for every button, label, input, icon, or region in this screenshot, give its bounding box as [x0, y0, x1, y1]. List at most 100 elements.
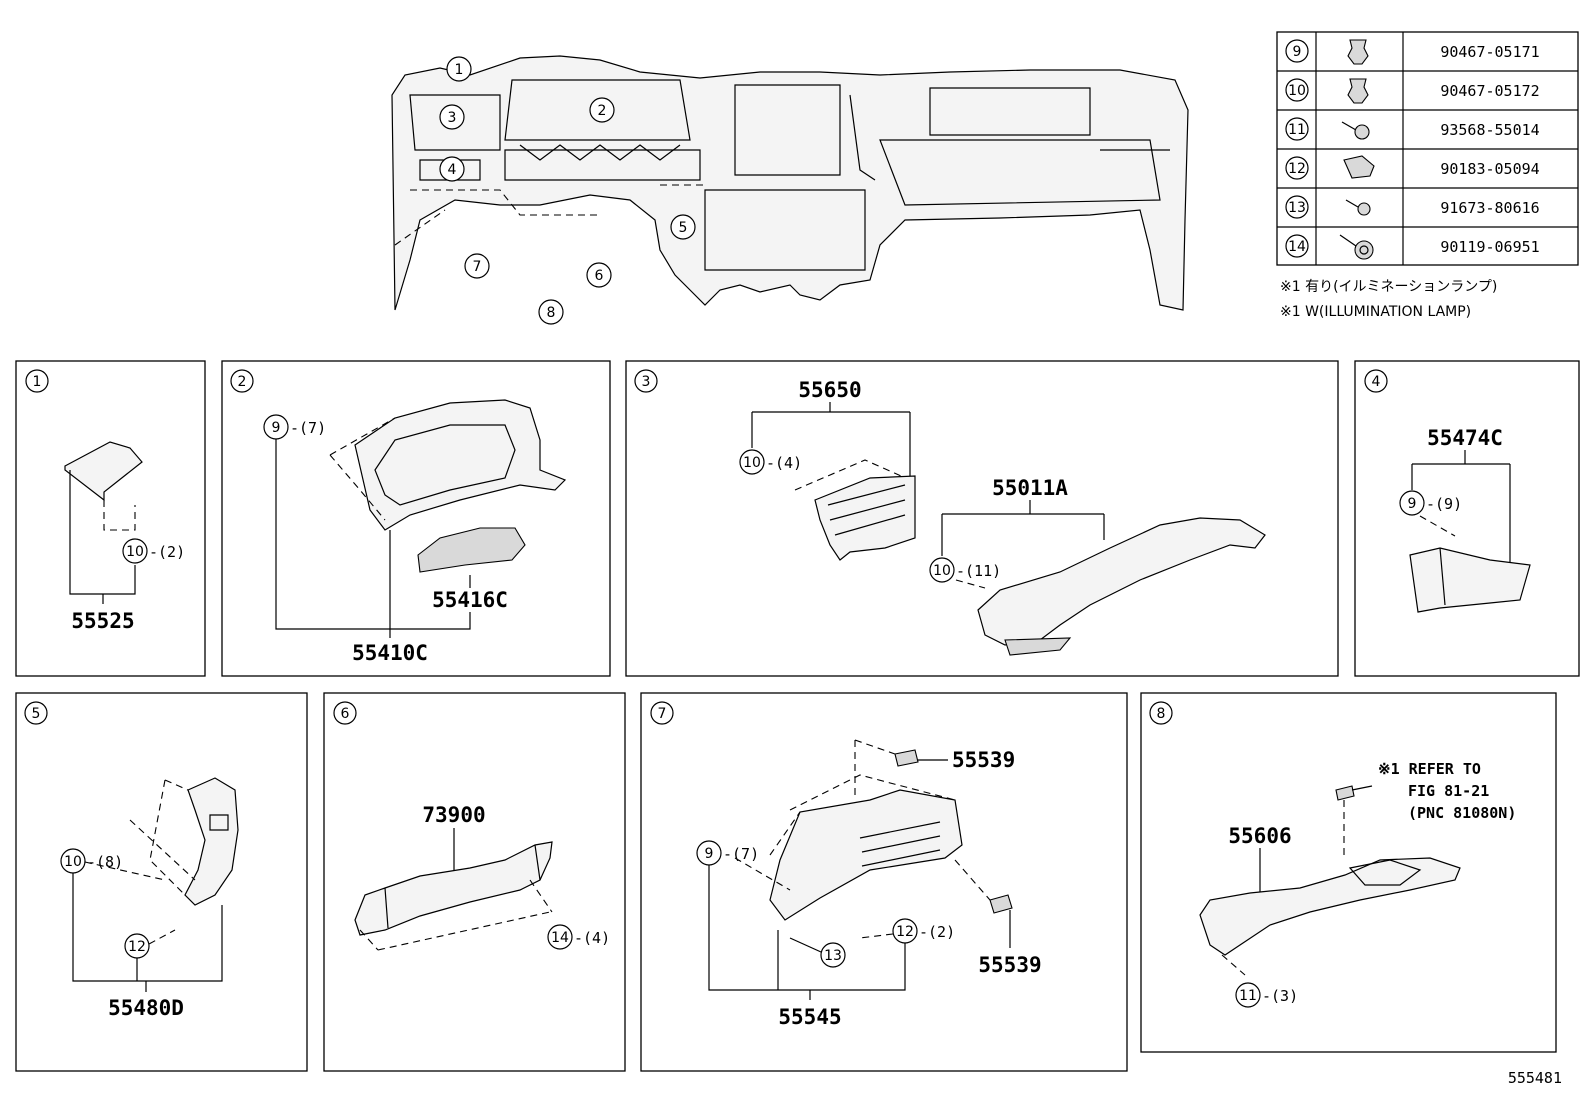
part-55011a: 55011A: [992, 476, 1068, 500]
svg-text:-(4): -(4): [766, 454, 802, 472]
svg-text:-(7): -(7): [723, 845, 759, 863]
svg-text:9: 9: [1408, 496, 1417, 512]
svg-text:2: 2: [238, 374, 247, 390]
fastener-row-13: 13 91673-80616: [1285, 195, 1540, 219]
part-55416c: 55416C: [432, 588, 508, 612]
panel-4: 4 55474C 9 -(9): [1354, 360, 1580, 677]
svg-text:9: 9: [272, 420, 281, 436]
svg-text:14: 14: [551, 930, 569, 946]
svg-text:1: 1: [33, 374, 42, 390]
svg-text:93568-55014: 93568-55014: [1440, 121, 1539, 139]
flange-bolt-icon: [1339, 234, 1374, 260]
svg-text:10: 10: [743, 455, 761, 471]
svg-text:8: 8: [1157, 706, 1166, 722]
part-55650: 55650: [798, 378, 861, 402]
fastener-table: 9 90467-05171 10 90467-05172 11 93568-55…: [1276, 31, 1579, 266]
part-55539-mid: 55539: [978, 953, 1041, 977]
fastener-row-14: 14 90119-06951: [1285, 234, 1540, 260]
svg-text:8: 8: [547, 305, 556, 321]
part-55545: 55545: [778, 1005, 841, 1029]
svg-text:-(7): -(7): [290, 419, 326, 437]
svg-text:10: 10: [126, 544, 144, 560]
svg-text:12: 12: [128, 939, 146, 955]
svg-text:12: 12: [1288, 161, 1306, 177]
panel-6: 6 73900 14 -(4): [323, 692, 626, 1072]
svg-text:90119-06951: 90119-06951: [1440, 238, 1539, 256]
svg-text:10: 10: [64, 854, 82, 870]
svg-text:3: 3: [448, 110, 457, 126]
note-en: ※1 W(ILLUMINATION LAMP): [1280, 304, 1471, 320]
fastener-row-10: 10 90467-05172: [1285, 78, 1540, 104]
panel-3: 3 55650 10 -(4) 55011A 10 -(11): [625, 360, 1339, 677]
svg-text:12: 12: [896, 924, 914, 940]
callout-8: 8: [538, 299, 564, 325]
svg-text:9: 9: [705, 846, 714, 862]
svg-text:-(4): -(4): [574, 929, 610, 947]
overview-callouts: 1 2 3 4 5 6 7 8: [439, 56, 696, 325]
svg-text:11: 11: [1288, 122, 1306, 138]
svg-text:4: 4: [1372, 374, 1381, 390]
screw-icon: [1341, 121, 1370, 140]
svg-text:9: 9: [1293, 44, 1302, 60]
svg-text:90183-05094: 90183-05094: [1440, 160, 1539, 178]
callout-4: 4: [439, 156, 465, 182]
panel-8: 8 ※1 REFER TO FIG 81-21 (PNC 81080N) 556…: [1140, 692, 1557, 1053]
part-73900: 73900: [422, 803, 485, 827]
part-55410c: 55410C: [352, 641, 428, 665]
callout-5: 5: [670, 214, 696, 240]
part-55525: 55525: [71, 609, 134, 633]
fastener-row-9: 9 90467-05171: [1285, 39, 1540, 65]
svg-text:10: 10: [1288, 83, 1306, 99]
svg-text:7: 7: [473, 259, 482, 275]
svg-text:11: 11: [1239, 988, 1257, 1004]
svg-text:-(3): -(3): [1262, 987, 1298, 1005]
dashboard-overview: [391, 55, 1189, 311]
part-55539-top: 55539: [952, 748, 1015, 772]
part-55474c: 55474C: [1427, 426, 1503, 450]
nut-clip-icon: [1343, 155, 1375, 179]
part-55606: 55606: [1228, 824, 1291, 848]
svg-text:90467-05172: 90467-05172: [1440, 82, 1539, 100]
callout-7: 7: [464, 253, 490, 279]
callout-3: 3: [439, 104, 465, 130]
note-jp: ※1 有り(イルミネーションランプ): [1280, 279, 1497, 295]
panel-2: 2 9 -(7) 55416C 55410C: [221, 360, 611, 677]
callout-6: 6: [586, 262, 612, 288]
refer-note-line1: ※1 REFER TO: [1378, 760, 1481, 778]
svg-text:91673-80616: 91673-80616: [1440, 199, 1539, 217]
svg-text:13: 13: [1288, 200, 1306, 216]
svg-text:3: 3: [642, 374, 651, 390]
svg-text:1: 1: [455, 62, 464, 78]
svg-text:6: 6: [341, 706, 350, 722]
callout-1: 1: [446, 56, 472, 82]
svg-text:2: 2: [598, 103, 607, 119]
svg-text:-(9): -(9): [1426, 495, 1462, 513]
figure-id: 555481: [1508, 1069, 1562, 1087]
svg-text:5: 5: [679, 220, 688, 236]
fastener-row-12: 12 90183-05094: [1285, 155, 1540, 180]
fastener-row-11: 11 93568-55014: [1285, 117, 1540, 141]
svg-text:6: 6: [595, 268, 604, 284]
part-55480d: 55480D: [108, 996, 184, 1020]
push-clip-icon: [1347, 78, 1369, 104]
svg-text:90467-05171: 90467-05171: [1440, 43, 1539, 61]
svg-text:13: 13: [824, 948, 842, 964]
callout-2: 2: [589, 97, 615, 123]
panel-7: 7 55539 55539 9 -(7) 13 12 -(2) 55545: [640, 692, 1128, 1072]
svg-text:4: 4: [448, 162, 457, 178]
svg-text:5: 5: [32, 706, 41, 722]
svg-text:10: 10: [933, 563, 951, 579]
refer-note-line2: FIG 81-21: [1408, 782, 1489, 800]
screw-icon: [1345, 199, 1371, 216]
svg-text:-(8): -(8): [87, 853, 123, 871]
svg-text:14: 14: [1288, 239, 1306, 255]
svg-text:-(11): -(11): [956, 562, 1001, 580]
refer-note-line3: (PNC 81080N): [1408, 804, 1516, 822]
svg-text:-(2): -(2): [919, 923, 955, 941]
svg-text:-(2): -(2): [149, 543, 185, 561]
push-clip-icon: [1347, 39, 1369, 65]
panel-1: 1 10 -(2) 55525: [15, 360, 206, 677]
svg-text:7: 7: [658, 706, 667, 722]
panel-5: 5 10 -(8) 12 55480D: [15, 692, 308, 1072]
